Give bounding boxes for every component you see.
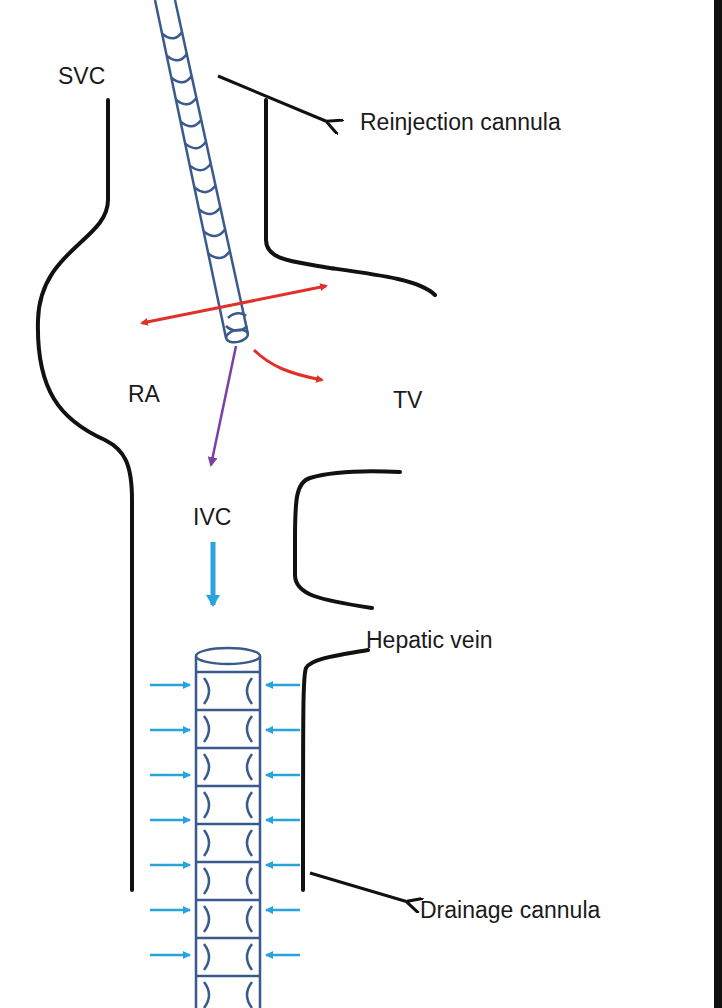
cannula-coil xyxy=(171,76,191,83)
cannula-ring xyxy=(196,671,260,674)
cannula-coil xyxy=(190,164,211,171)
side-hole xyxy=(204,944,209,970)
cannula-coil xyxy=(204,230,225,237)
inflow-arrow xyxy=(266,864,300,867)
cannula-coil xyxy=(185,142,206,149)
inflow-arrow xyxy=(150,729,190,732)
inflow-arrow xyxy=(266,729,300,732)
vessel-label: Hepatic vein xyxy=(366,628,493,653)
cannula-coil xyxy=(181,120,202,127)
inflow-arrow xyxy=(150,819,190,822)
vessel-label: IVC xyxy=(193,505,231,530)
inflow-arrow xyxy=(266,774,300,777)
side-hole xyxy=(247,678,252,704)
side-hole xyxy=(247,906,252,932)
side-hole xyxy=(247,792,252,818)
side-hole xyxy=(204,716,209,742)
side-hole xyxy=(247,944,252,970)
cannula-coil xyxy=(167,54,187,61)
side-hole xyxy=(204,754,209,780)
inflow-arrow xyxy=(266,819,300,822)
chamber-label: RA xyxy=(128,382,160,407)
cannula-coil xyxy=(208,252,230,259)
side-hole xyxy=(247,830,252,856)
cannula-ring xyxy=(196,785,260,788)
inflow-arrow xyxy=(150,954,190,957)
callout-label: Reinjection cannula xyxy=(360,110,561,135)
inflow-arrow xyxy=(266,684,300,687)
cannula-ring xyxy=(196,747,260,750)
side-hole xyxy=(204,792,209,818)
cannula-coil xyxy=(194,186,215,193)
frame-edge xyxy=(714,0,722,1008)
cannula-ring xyxy=(196,861,260,864)
cannula-ring xyxy=(196,937,260,940)
inflow-arrow xyxy=(150,909,190,912)
vessel-label: SVC xyxy=(58,64,105,89)
inflow-arrow xyxy=(150,774,190,777)
cannula-coil xyxy=(176,98,197,105)
inflow-arrow xyxy=(150,684,190,687)
cannula-coil xyxy=(199,208,220,215)
inflow-arrow xyxy=(266,909,300,912)
cannula-ring xyxy=(196,975,260,978)
cannula-coil xyxy=(162,32,182,39)
side-hole xyxy=(204,830,209,856)
side-hole xyxy=(247,754,252,780)
cannula-ring xyxy=(196,823,260,826)
valve-label: TV xyxy=(393,388,422,413)
inflow-arrow xyxy=(150,864,190,867)
callout-label: Drainage cannula xyxy=(420,898,600,923)
side-hole xyxy=(204,982,209,1008)
side-hole xyxy=(204,868,209,894)
side-hole xyxy=(247,982,252,1008)
side-hole xyxy=(247,716,252,742)
cannula-ring xyxy=(196,709,260,712)
side-hole xyxy=(204,678,209,704)
side-hole xyxy=(247,868,252,894)
inflow-arrow xyxy=(266,954,300,957)
side-hole xyxy=(204,906,209,932)
cannula-ring xyxy=(196,899,260,902)
